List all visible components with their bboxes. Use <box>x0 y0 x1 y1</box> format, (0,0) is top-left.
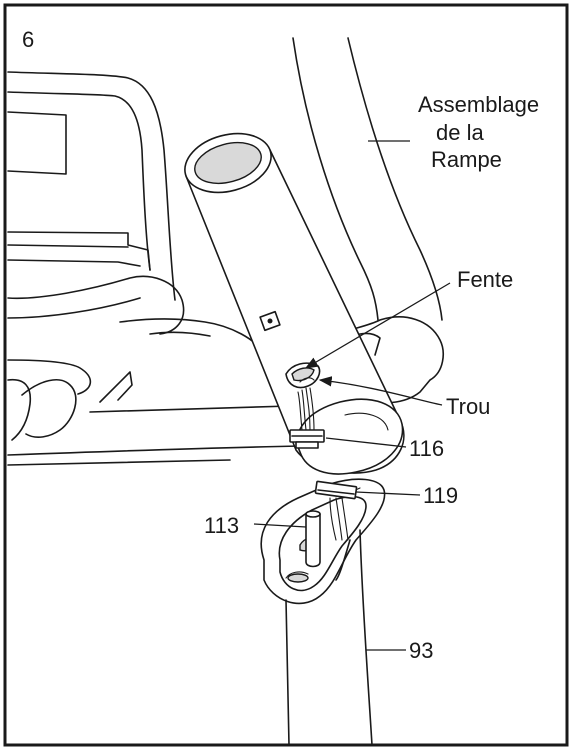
label-ramp-assembly-line1: Assemblage <box>418 92 539 117</box>
connector-119 <box>314 480 358 541</box>
label-ramp-assembly-line3: Rampe <box>431 147 502 172</box>
wire-harness <box>297 377 315 431</box>
label-ramp-assembly-line2: de la <box>436 120 484 145</box>
post-113 <box>305 510 321 568</box>
figure-border <box>3 3 569 747</box>
leader-119 <box>355 491 421 496</box>
leader-slot <box>304 282 451 369</box>
label-hole: Trou <box>446 394 490 419</box>
label-part-119: 119 <box>423 483 458 508</box>
console-frame <box>7 71 301 466</box>
label-part-93: 93 <box>409 638 433 663</box>
upright-tube <box>184 132 405 475</box>
step-number: 6 <box>22 27 34 52</box>
leader-113 <box>253 523 307 528</box>
leader-116 <box>325 437 407 448</box>
connector-116 <box>289 429 325 449</box>
upright-93 <box>285 529 373 746</box>
base-cap-119 <box>260 478 386 605</box>
label-slot: Fente <box>457 267 513 292</box>
label-part-113: 113 <box>204 513 239 538</box>
label-part-116: 116 <box>409 436 444 461</box>
leader-hole <box>318 376 443 406</box>
